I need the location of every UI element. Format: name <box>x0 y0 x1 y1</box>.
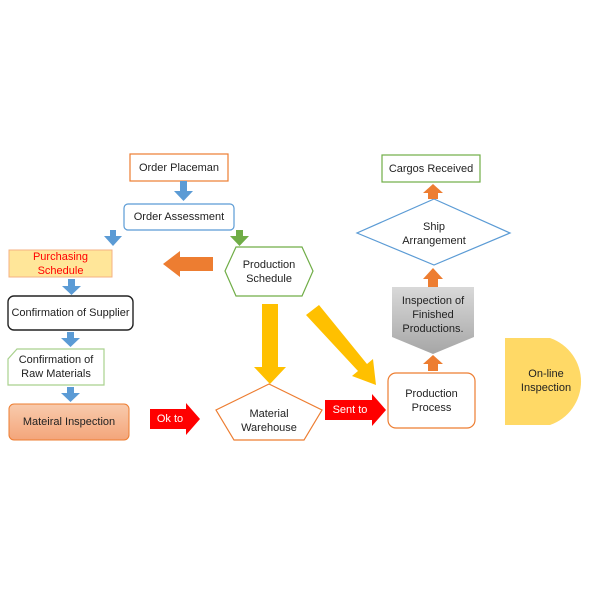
order-assessment-box <box>123 203 235 231</box>
ship-arrangement-diamond <box>355 198 512 266</box>
sent-to-label: Sent to <box>332 404 368 416</box>
arrow-assessment-to-purchasing <box>104 230 122 246</box>
arrow-production-schedule-to-purchasing <box>163 251 213 277</box>
inspection-finished-label: Inspection of Finished Productions. <box>401 295 465 335</box>
production-process-label: Production Process <box>405 387 458 414</box>
arrow-finished-to-ship <box>423 268 443 287</box>
confirmation-supplier-box <box>7 295 134 331</box>
order-assessment-label: Order Assessment <box>133 211 225 223</box>
purchasing-schedule-box <box>8 249 113 278</box>
arrow-supplier-to-raw <box>61 332 80 347</box>
arrow-ok-to <box>150 403 200 435</box>
material-inspection-label: Mateiral Inspection <box>22 416 116 428</box>
production-schedule-label: Production Schedule <box>242 258 296 285</box>
order-placement-label: Order Placeman <box>138 161 220 174</box>
arrow-raw-to-inspection <box>61 387 80 402</box>
material-warehouse-pentagon <box>215 383 323 441</box>
confirmation-supplier-label: Confirmation of Supplier <box>11 307 130 319</box>
arrow-sent-to <box>325 394 386 426</box>
ok-to-label: Ok to <box>156 413 184 425</box>
cargos-received-label: Cargos Received <box>388 162 474 175</box>
arrow-purchasing-to-supplier <box>62 279 81 295</box>
arrow-assessment-to-production-schedule <box>230 230 249 246</box>
inspection-finished-pentagon <box>392 287 474 354</box>
material-warehouse-label: Material Warehouse <box>241 408 297 434</box>
online-inspection-label: On-line Inspection <box>520 368 572 394</box>
online-inspection-shape <box>505 338 582 425</box>
raw-materials-box <box>7 348 105 386</box>
arrow-process-to-finished <box>423 355 443 371</box>
raw-materials-label: Confirmation of Raw Materials <box>18 354 94 380</box>
arrow-placement-to-assessment <box>174 181 193 201</box>
order-placement-box <box>129 153 229 182</box>
production-process-box <box>387 372 476 429</box>
cargos-received-box <box>381 154 481 183</box>
ship-arrangement-label: Ship Arrangement <box>402 221 466 247</box>
production-schedule-hexagon <box>224 246 314 297</box>
arrow-ship-to-cargos <box>423 184 443 199</box>
arrow-production-schedule-to-process <box>306 305 376 385</box>
purchasing-schedule-label: Purchasing Schedule <box>32 250 89 277</box>
arrow-production-schedule-to-warehouse <box>254 304 286 384</box>
material-inspection-box <box>8 403 130 441</box>
